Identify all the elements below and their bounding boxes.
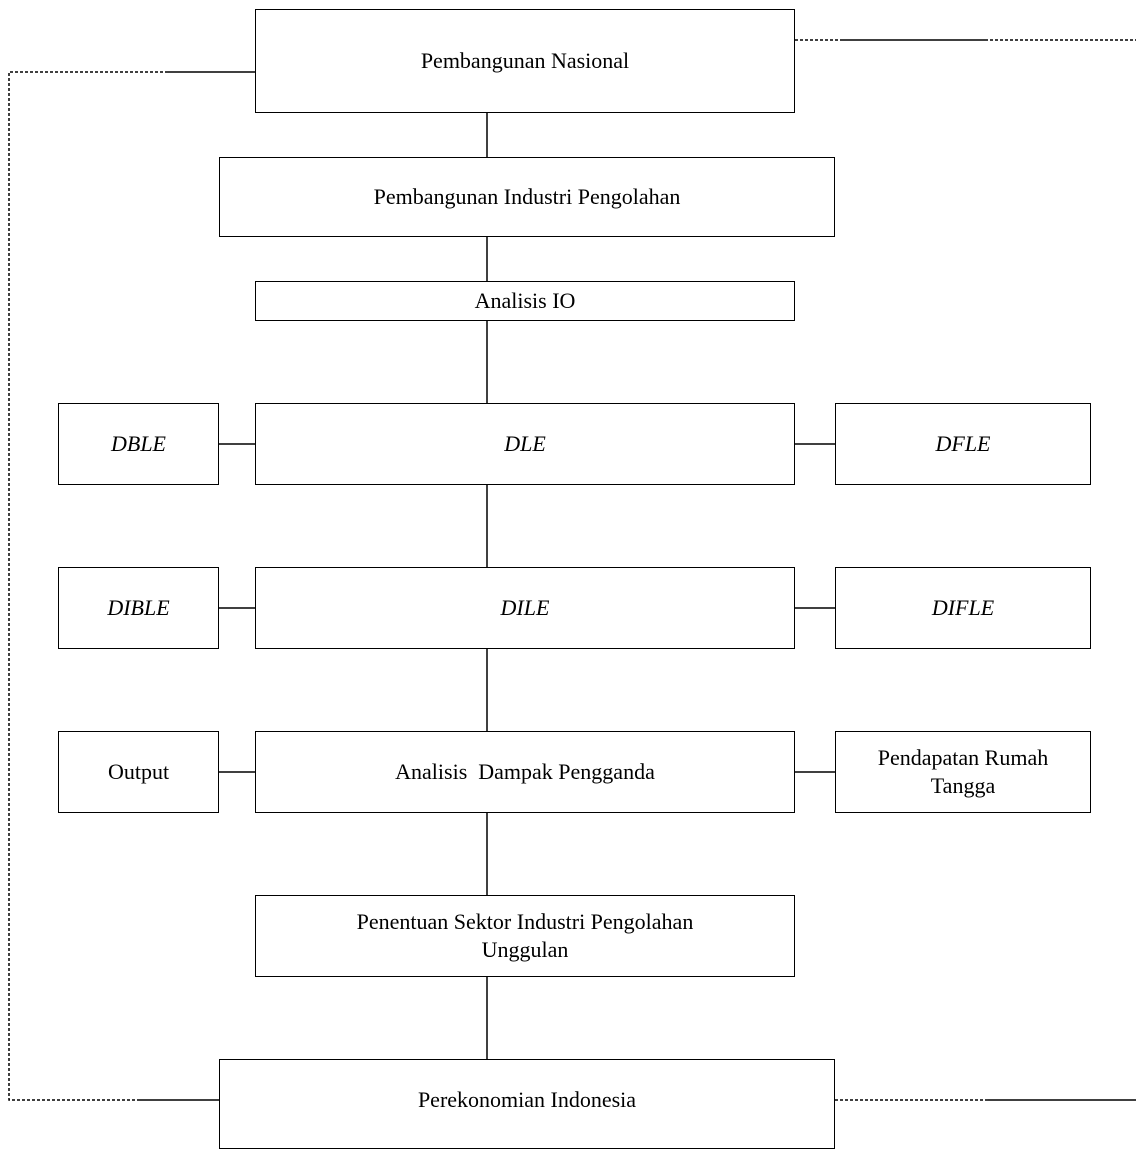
box-dfle: DFLE	[835, 403, 1091, 485]
box-penentuan-sektor: Penentuan Sektor Industri Pengolahan Ung…	[255, 895, 795, 977]
box-analisis-io: Analisis IO	[255, 281, 795, 321]
box-dible: DIBLE	[58, 567, 219, 649]
label-pembangunan-nasional: Pembangunan Nasional	[420, 48, 630, 73]
label-pendapatan-line2: Tangga	[930, 773, 996, 798]
box-pembangunan-nasional: Pembangunan Nasional	[255, 9, 795, 113]
label-difle: DIFLE	[931, 595, 995, 620]
box-dble: DBLE	[58, 403, 219, 485]
box-dle: DLE	[255, 403, 795, 485]
box-output: Output	[58, 731, 219, 813]
box-pembangunan-industri: Pembangunan Industri Pengolahan	[219, 157, 835, 237]
label-analisis-io: Analisis IO	[474, 288, 576, 313]
label-pembangunan-industri: Pembangunan Industri Pengolahan	[373, 184, 681, 209]
box-perekonomian-indonesia: Perekonomian Indonesia	[219, 1059, 835, 1149]
box-dile: DILE	[255, 567, 795, 649]
label-penentuan-line1: Penentuan Sektor Industri Pengolahan	[356, 909, 694, 934]
label-analisis-dampak: Analisis Dampak Pengganda	[395, 759, 655, 784]
label-output: Output	[107, 759, 170, 784]
label-dle: DLE	[504, 431, 546, 456]
feedback-left-dashed	[8, 71, 168, 1101]
box-difle: DIFLE	[835, 567, 1091, 649]
label-dfle: DFLE	[935, 431, 991, 456]
label-dile: DILE	[500, 595, 550, 620]
box-pendapatan-rumah-tangga: Pendapatan Rumah Tangga	[835, 731, 1091, 813]
box-analisis-dampak: Analisis Dampak Pengganda	[255, 731, 795, 813]
label-perekonomian: Perekonomian Indonesia	[417, 1087, 637, 1112]
label-pendapatan-line1: Pendapatan Rumah	[877, 745, 1049, 770]
label-penentuan-line2: Unggulan	[481, 937, 569, 962]
label-dible: DIBLE	[107, 595, 170, 620]
label-dble: DBLE	[111, 431, 166, 456]
